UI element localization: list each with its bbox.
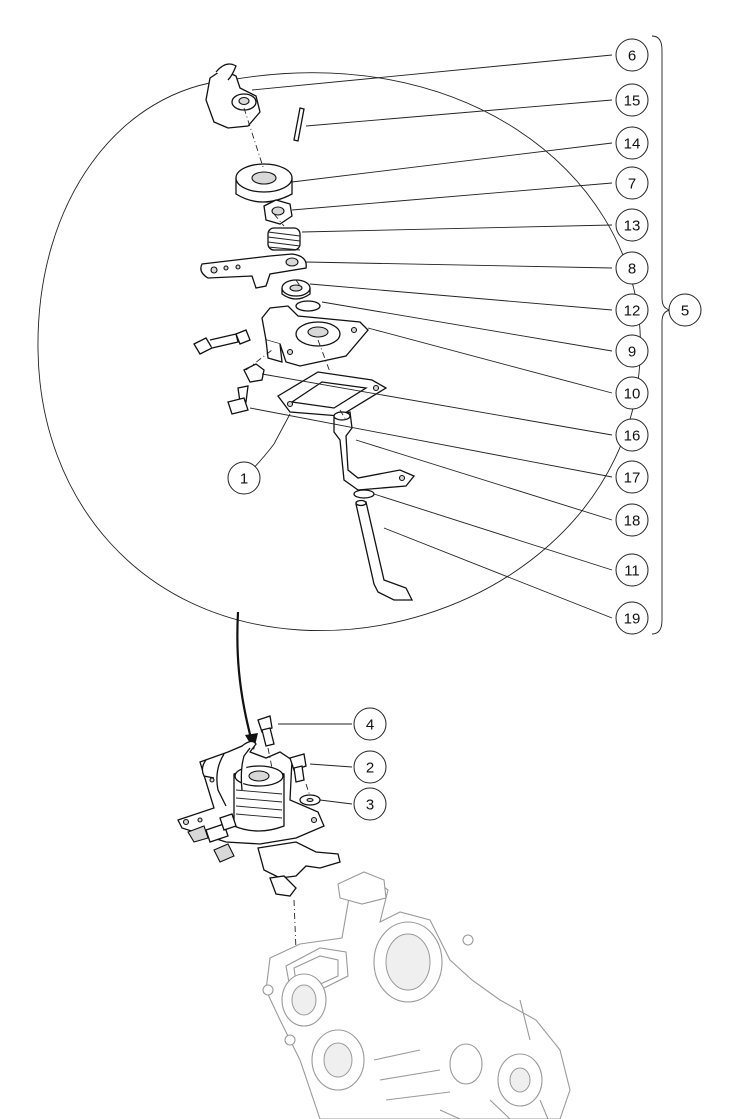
callout-15: 15 [615, 83, 649, 117]
part-12-washer [281, 279, 311, 300]
part-2-bolt [289, 753, 307, 783]
part-6-lever [205, 63, 261, 129]
group-bracket [651, 35, 673, 635]
part-19-lower-shaft [355, 499, 414, 601]
part-15-pin [293, 107, 305, 142]
callout-16: 16 [615, 418, 649, 452]
callout-19-label: 19 [624, 611, 641, 628]
callout-18: 18 [615, 503, 649, 537]
leader-lines [243, 54, 613, 805]
callout-17: 17 [615, 460, 649, 494]
part-8-lever-arm [200, 253, 307, 289]
callout-17-label: 17 [624, 470, 641, 487]
callout-13-label: 13 [624, 218, 641, 235]
part-4-bolt [257, 715, 275, 747]
part-13-spring [267, 227, 301, 251]
callout-9-label: 9 [628, 344, 636, 361]
axis-line-lower [267, 747, 311, 951]
callout-8: 8 [615, 251, 649, 285]
callout-14: 14 [615, 126, 649, 160]
gearbox-housing [262, 871, 571, 1119]
part-10-cover [261, 305, 369, 367]
callout-2-label: 2 [366, 760, 374, 777]
callout-19: 19 [615, 601, 649, 635]
part-bolt-left [193, 329, 251, 355]
callout-2: 2 [353, 750, 387, 784]
callout-16-label: 16 [624, 428, 641, 445]
callout-7-label: 7 [628, 176, 636, 193]
callout-12-label: 12 [624, 303, 641, 320]
callout-11-label: 11 [624, 563, 640, 580]
part-14-bushing [235, 163, 293, 203]
callout-14-label: 14 [624, 136, 641, 153]
callout-6: 6 [615, 38, 649, 72]
callout-9: 9 [615, 334, 649, 368]
callout-5-label: 5 [681, 303, 689, 320]
callout-1: 1 [227, 461, 261, 495]
callout-13: 13 [615, 208, 649, 242]
callout-7: 7 [615, 166, 649, 200]
assembly-unit [177, 740, 341, 897]
callout-8-label: 8 [628, 261, 636, 278]
magnify-arrow [236, 611, 258, 750]
part-17-bolt [227, 385, 249, 415]
callout-3-label: 3 [366, 797, 374, 814]
callout-4: 4 [353, 707, 387, 741]
callout-3: 3 [353, 787, 387, 821]
callout-18-label: 18 [624, 513, 641, 530]
part-18-shaft [333, 411, 416, 491]
callout-5: 5 [668, 293, 702, 327]
axis-line-upper [243, 107, 347, 421]
part-11-circlip [353, 489, 375, 499]
part-3-washer [299, 794, 321, 806]
detail-circle [37, 72, 641, 632]
part-7-nut [263, 199, 293, 225]
callout-4-label: 4 [366, 717, 374, 734]
callout-6-label: 6 [628, 48, 636, 65]
callout-1-label: 1 [240, 471, 248, 488]
part-9-oring [295, 300, 321, 312]
callout-10: 10 [615, 376, 649, 410]
callout-11: 11 [615, 553, 649, 587]
callout-10-label: 10 [624, 386, 641, 403]
part-16-gasket [243, 363, 388, 417]
axis-line-bolt [245, 349, 273, 371]
callout-12: 12 [615, 293, 649, 327]
callout-15-label: 15 [624, 93, 641, 110]
